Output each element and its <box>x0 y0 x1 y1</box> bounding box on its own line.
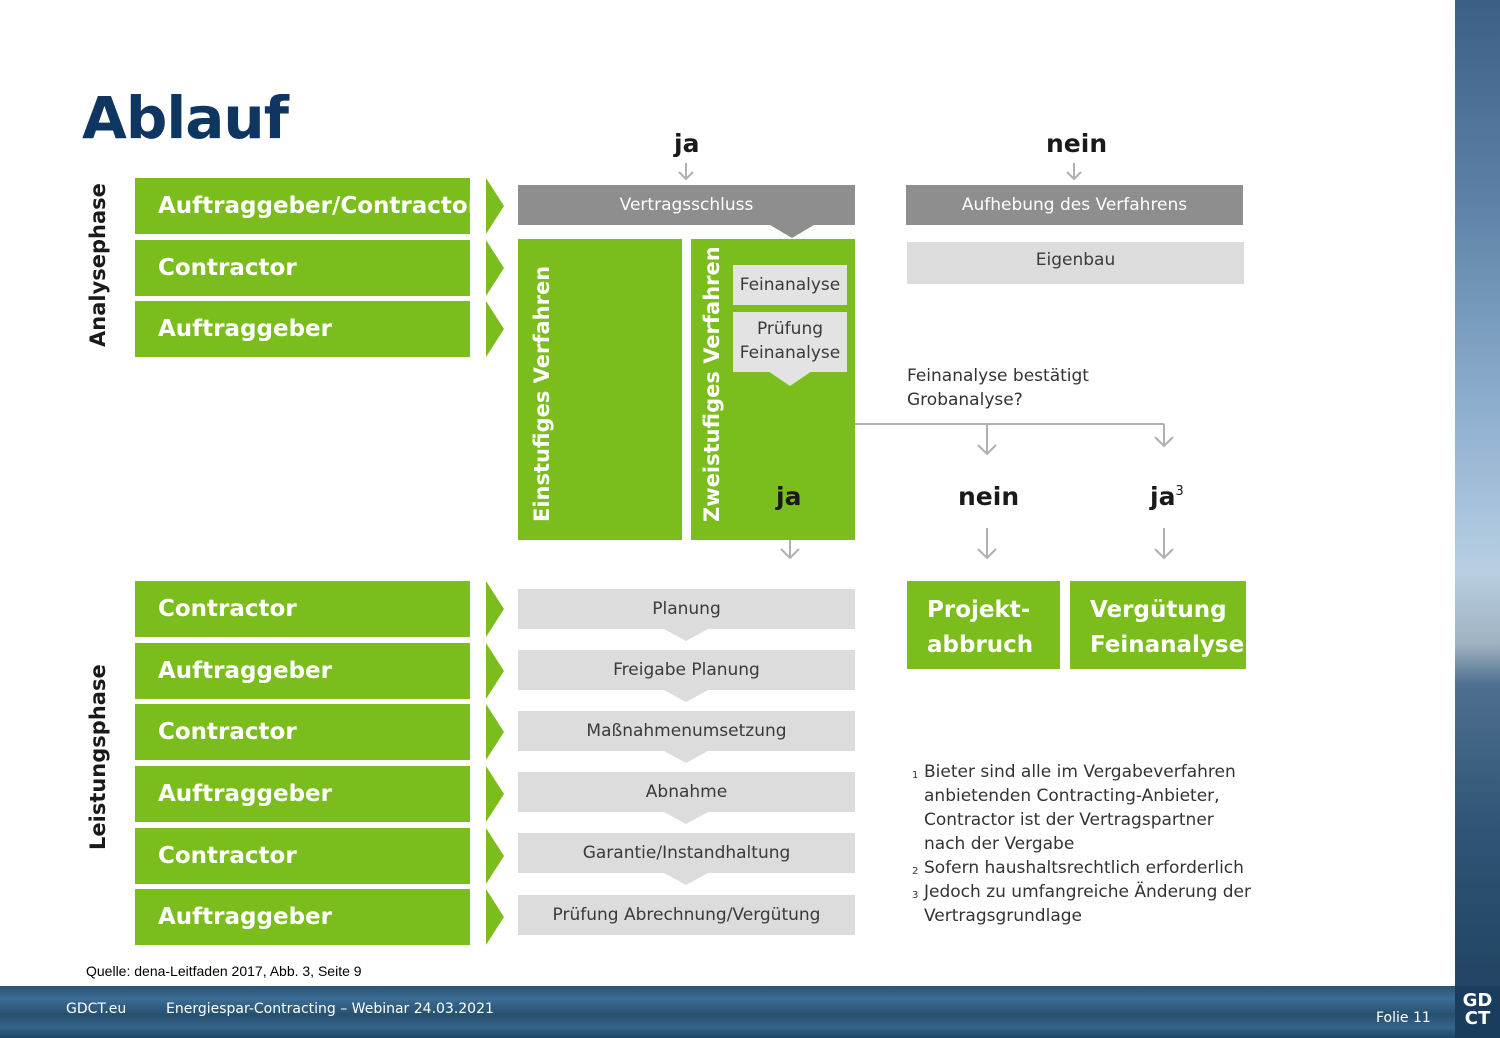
footnote-number: 1 <box>912 764 918 788</box>
step-massnahmenumsetzung: Maßnahmenumsetzung <box>518 711 855 751</box>
projektabbruch-line1: Projekt- <box>927 593 1060 628</box>
footnote-line: nach der Vergabe <box>924 832 1257 856</box>
footnote-2: 2 Sofern haushaltsrechtlich erforderlich <box>912 856 1257 880</box>
footer-event: Energiespar-Contracting – Webinar 24.03.… <box>166 1001 494 1017</box>
step-freigabe-planung: Freigabe Planung <box>518 650 855 690</box>
verguetung-line1: Vergütung <box>1090 593 1246 628</box>
footnote-number: 3 <box>912 884 918 908</box>
background-photo-strip <box>1455 0 1500 1038</box>
logo-line2: CT <box>1455 1010 1500 1028</box>
step-planung: Planung <box>518 589 855 629</box>
source-caption: Quelle: dena-Leitfaden 2017, Abb. 3, Sei… <box>86 963 362 979</box>
answer-nein: nein <box>958 482 1019 511</box>
footnote-line: Contractor ist der Vertragspartner <box>924 808 1257 832</box>
footnote-line: Sofern haushaltsrechtlich erforderlich <box>924 856 1257 880</box>
footnote-line: Jedoch zu umfangreiche Änderung der <box>924 880 1257 904</box>
verguetung-line2: Feinanalyse <box>1090 628 1246 663</box>
footnote-marker: 3 <box>1175 484 1183 499</box>
step-abnahme: Abnahme <box>518 772 855 812</box>
footnote-1: 1 Bieter sind alle im Vergabeverfahren a… <box>912 760 1257 856</box>
answer-ja: ja <box>776 482 801 511</box>
pruefung-pointer <box>768 371 812 386</box>
step-garantie: Garantie/Instandhaltung <box>518 833 855 873</box>
projektabbruch-box: Projekt- abbruch <box>907 581 1060 669</box>
footnote-line: anbietenden Contracting-Anbieter, <box>924 784 1257 808</box>
answer-ja3: ja3 <box>1150 482 1184 511</box>
footnote-line: Bieter sind alle im Vergabeverfahren <box>924 760 1257 784</box>
footnotes: 1 Bieter sind alle im Vergabeverfahren a… <box>912 760 1257 928</box>
gdct-logo: GD CT <box>1455 986 1500 1038</box>
footnote-3: 3 Jedoch zu umfangreiche Änderung der Ve… <box>912 880 1257 928</box>
answer-ja3-text: ja <box>1150 482 1175 511</box>
question-line1: Feinanalyse bestätigt <box>907 364 1089 388</box>
projektabbruch-line2: abbruch <box>927 628 1060 663</box>
verguetung-feinanalyse-box: Vergütung Feinanalyse <box>1070 581 1246 669</box>
question-text: Feinanalyse bestätigt Grobanalyse? <box>907 364 1089 412</box>
step-pruefung-abrechnung: Prüfung Abrechnung/Vergütung <box>518 895 855 935</box>
footer-site: GDCT.eu <box>66 1001 126 1017</box>
question-line2: Grobanalyse? <box>907 388 1089 412</box>
slide-number: Folie 11 <box>1376 1010 1431 1026</box>
footnote-line: Vertragsgrundlage <box>924 904 1257 928</box>
